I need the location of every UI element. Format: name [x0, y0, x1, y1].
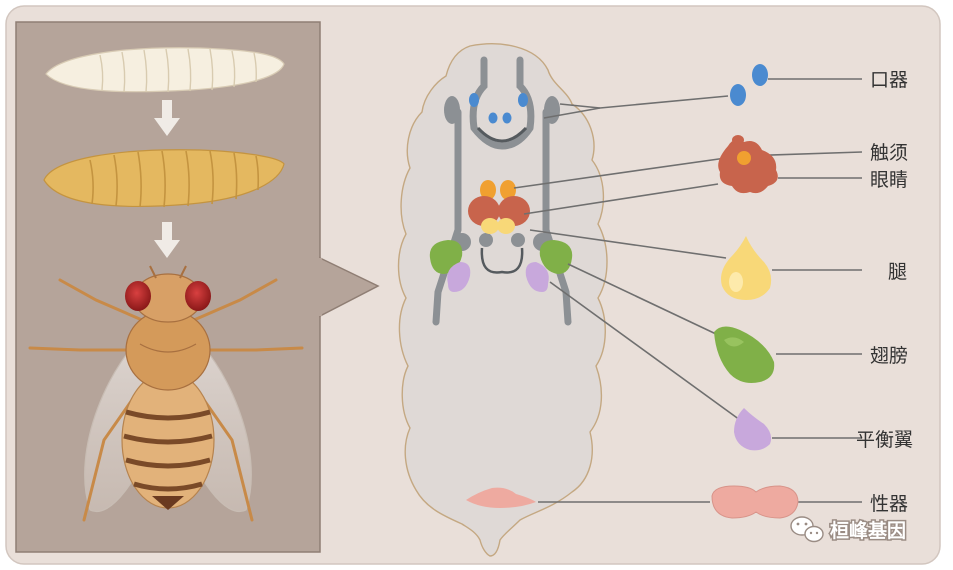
adult-leg [721, 236, 772, 300]
arrow-down-icon [154, 222, 180, 258]
watermark: 桓峰基因 [790, 516, 908, 544]
larva-disc-antenna [480, 180, 516, 200]
larva-yellow [43, 149, 285, 208]
adult-mouthparts [730, 64, 768, 106]
adult-genital [711, 485, 799, 519]
adult-wing [714, 326, 775, 383]
adult-haltere [734, 408, 772, 451]
label-antenna: 触须 [870, 142, 908, 164]
larva-white [45, 47, 285, 93]
label-genital: 性器 [870, 493, 908, 515]
label-wing: 翅膀 [870, 345, 908, 367]
larva-disc-genital [466, 487, 536, 508]
wechat-icon [790, 516, 824, 543]
larva-disc-wing [429, 240, 573, 274]
arrow-down-icon [154, 100, 180, 136]
leader-lines [513, 78, 863, 503]
label-mouthparts: 口器 [870, 69, 908, 91]
label-leg: 腿 [888, 261, 907, 283]
label-haltere: 平衡翼 [856, 429, 913, 451]
larva-disc-mouthparts [469, 93, 528, 124]
adult-fly-illustration [28, 265, 304, 522]
label-eye: 眼睛 [870, 169, 908, 191]
adult-eye-antenna [718, 135, 778, 194]
larva-disc-haltere [447, 262, 549, 292]
larva-disc-leg [481, 218, 515, 234]
watermark-text: 桓峰基因 [830, 519, 906, 542]
life-cycle-panel [15, 21, 380, 553]
